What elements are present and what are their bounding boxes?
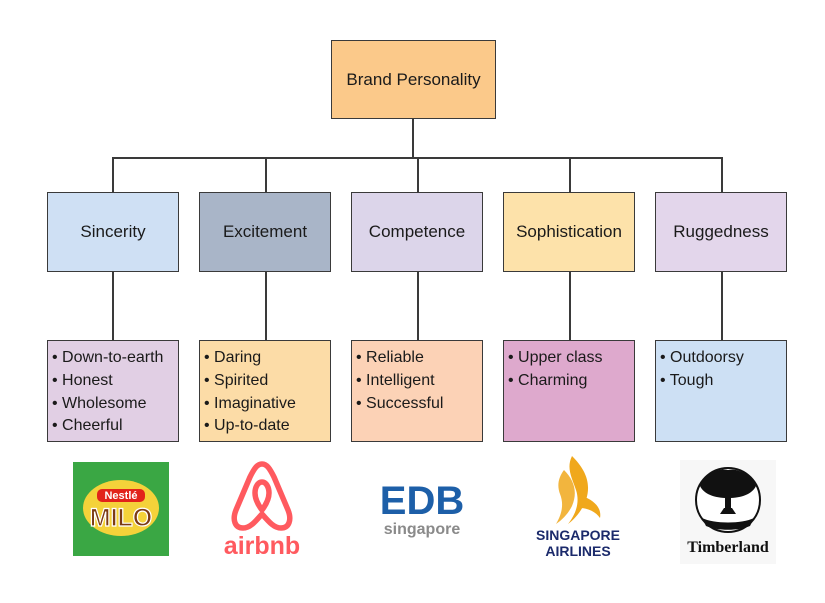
dimension-label: Excitement (222, 222, 308, 241)
trait-item: Cheerful (52, 415, 174, 438)
trait-item: Daring (204, 347, 326, 370)
dimension-label: Competence (368, 222, 466, 241)
edb-logo-graphic: EDB singapore (380, 479, 464, 538)
dimension-competence: Competence (351, 192, 483, 272)
edb-subtext: singapore (384, 521, 461, 538)
trait-item: Honest (52, 370, 174, 393)
trait-item: Intelligent (356, 370, 478, 393)
connector-competence-traits (417, 272, 419, 340)
airbnb-wordmark: airbnb (224, 532, 300, 560)
airbnb-logo-graphic: airbnb (224, 461, 300, 560)
timberland-wordmark: Timberland (687, 539, 769, 556)
milo-logo-graphic: Nestlé MILO (83, 480, 159, 536)
dimension-sincerity: Sincerity (47, 192, 179, 272)
connector-excitement (265, 157, 267, 192)
dimension-sophistication: Sophistication (503, 192, 635, 272)
timberland-logo: Timberland (680, 460, 776, 564)
trait-item: Successful (356, 393, 478, 416)
connector-sincerity (112, 157, 114, 192)
trait-item: Up-to-date (204, 415, 326, 438)
dimension-excitement: Excitement (199, 192, 331, 272)
trait-item: Spirited (204, 370, 326, 393)
root-label: Brand Personality (346, 69, 481, 89)
root-node: Brand Personality (331, 40, 496, 119)
sia-line1: SINGAPORE (536, 527, 620, 543)
traits-competence: Reliable Intelligent Successful (351, 340, 483, 442)
traits-sophistication: Upper class Charming (503, 340, 635, 442)
sia-logo-graphic: SINGAPORE AIRLINES (536, 456, 620, 559)
connector-ruggedness-traits (721, 272, 723, 340)
traits-sincerity: Down-to-earth Honest Wholesome Cheerful (47, 340, 179, 442)
trait-item: Imaginative (204, 393, 326, 416)
connector-sincerity-traits (112, 272, 114, 340)
milo-name-text: MILO (90, 504, 153, 532)
connector-competence (417, 157, 419, 192)
dimension-ruggedness: Ruggedness (655, 192, 787, 272)
connector-excitement-traits (265, 272, 267, 340)
airbnb-logo: airbnb (217, 460, 307, 560)
edb-wordmark: EDB (380, 479, 464, 523)
traits-ruggedness: Outdoorsy Tough (655, 340, 787, 442)
trait-item: Down-to-earth (52, 347, 174, 370)
connector-root-down (412, 119, 414, 157)
connector-sophistication-traits (569, 272, 571, 340)
milo-logo: Nestlé MILO (73, 462, 169, 556)
connector-sophistication (569, 157, 571, 192)
traits-excitement: Daring Spirited Imaginative Up-to-date (199, 340, 331, 442)
milo-maker-text: Nestlé (104, 490, 137, 502)
edb-singapore-logo: EDB singapore (372, 478, 472, 540)
timberland-logo-graphic: Timberland (687, 467, 769, 556)
trait-item: Charming (508, 370, 630, 393)
trait-item: Outdoorsy (660, 347, 782, 370)
dimension-label: Ruggedness (673, 222, 769, 241)
sia-line2: AIRLINES (545, 543, 610, 559)
trait-item: Upper class (508, 347, 630, 370)
dimension-label: Sophistication (516, 222, 622, 241)
trait-item: Wholesome (52, 393, 174, 416)
dimension-label: Sincerity (80, 222, 146, 241)
connector-ruggedness (721, 157, 723, 192)
trait-item: Tough (660, 370, 782, 393)
singapore-airlines-logo: SINGAPORE AIRLINES (522, 452, 634, 560)
trait-item: Reliable (356, 347, 478, 370)
